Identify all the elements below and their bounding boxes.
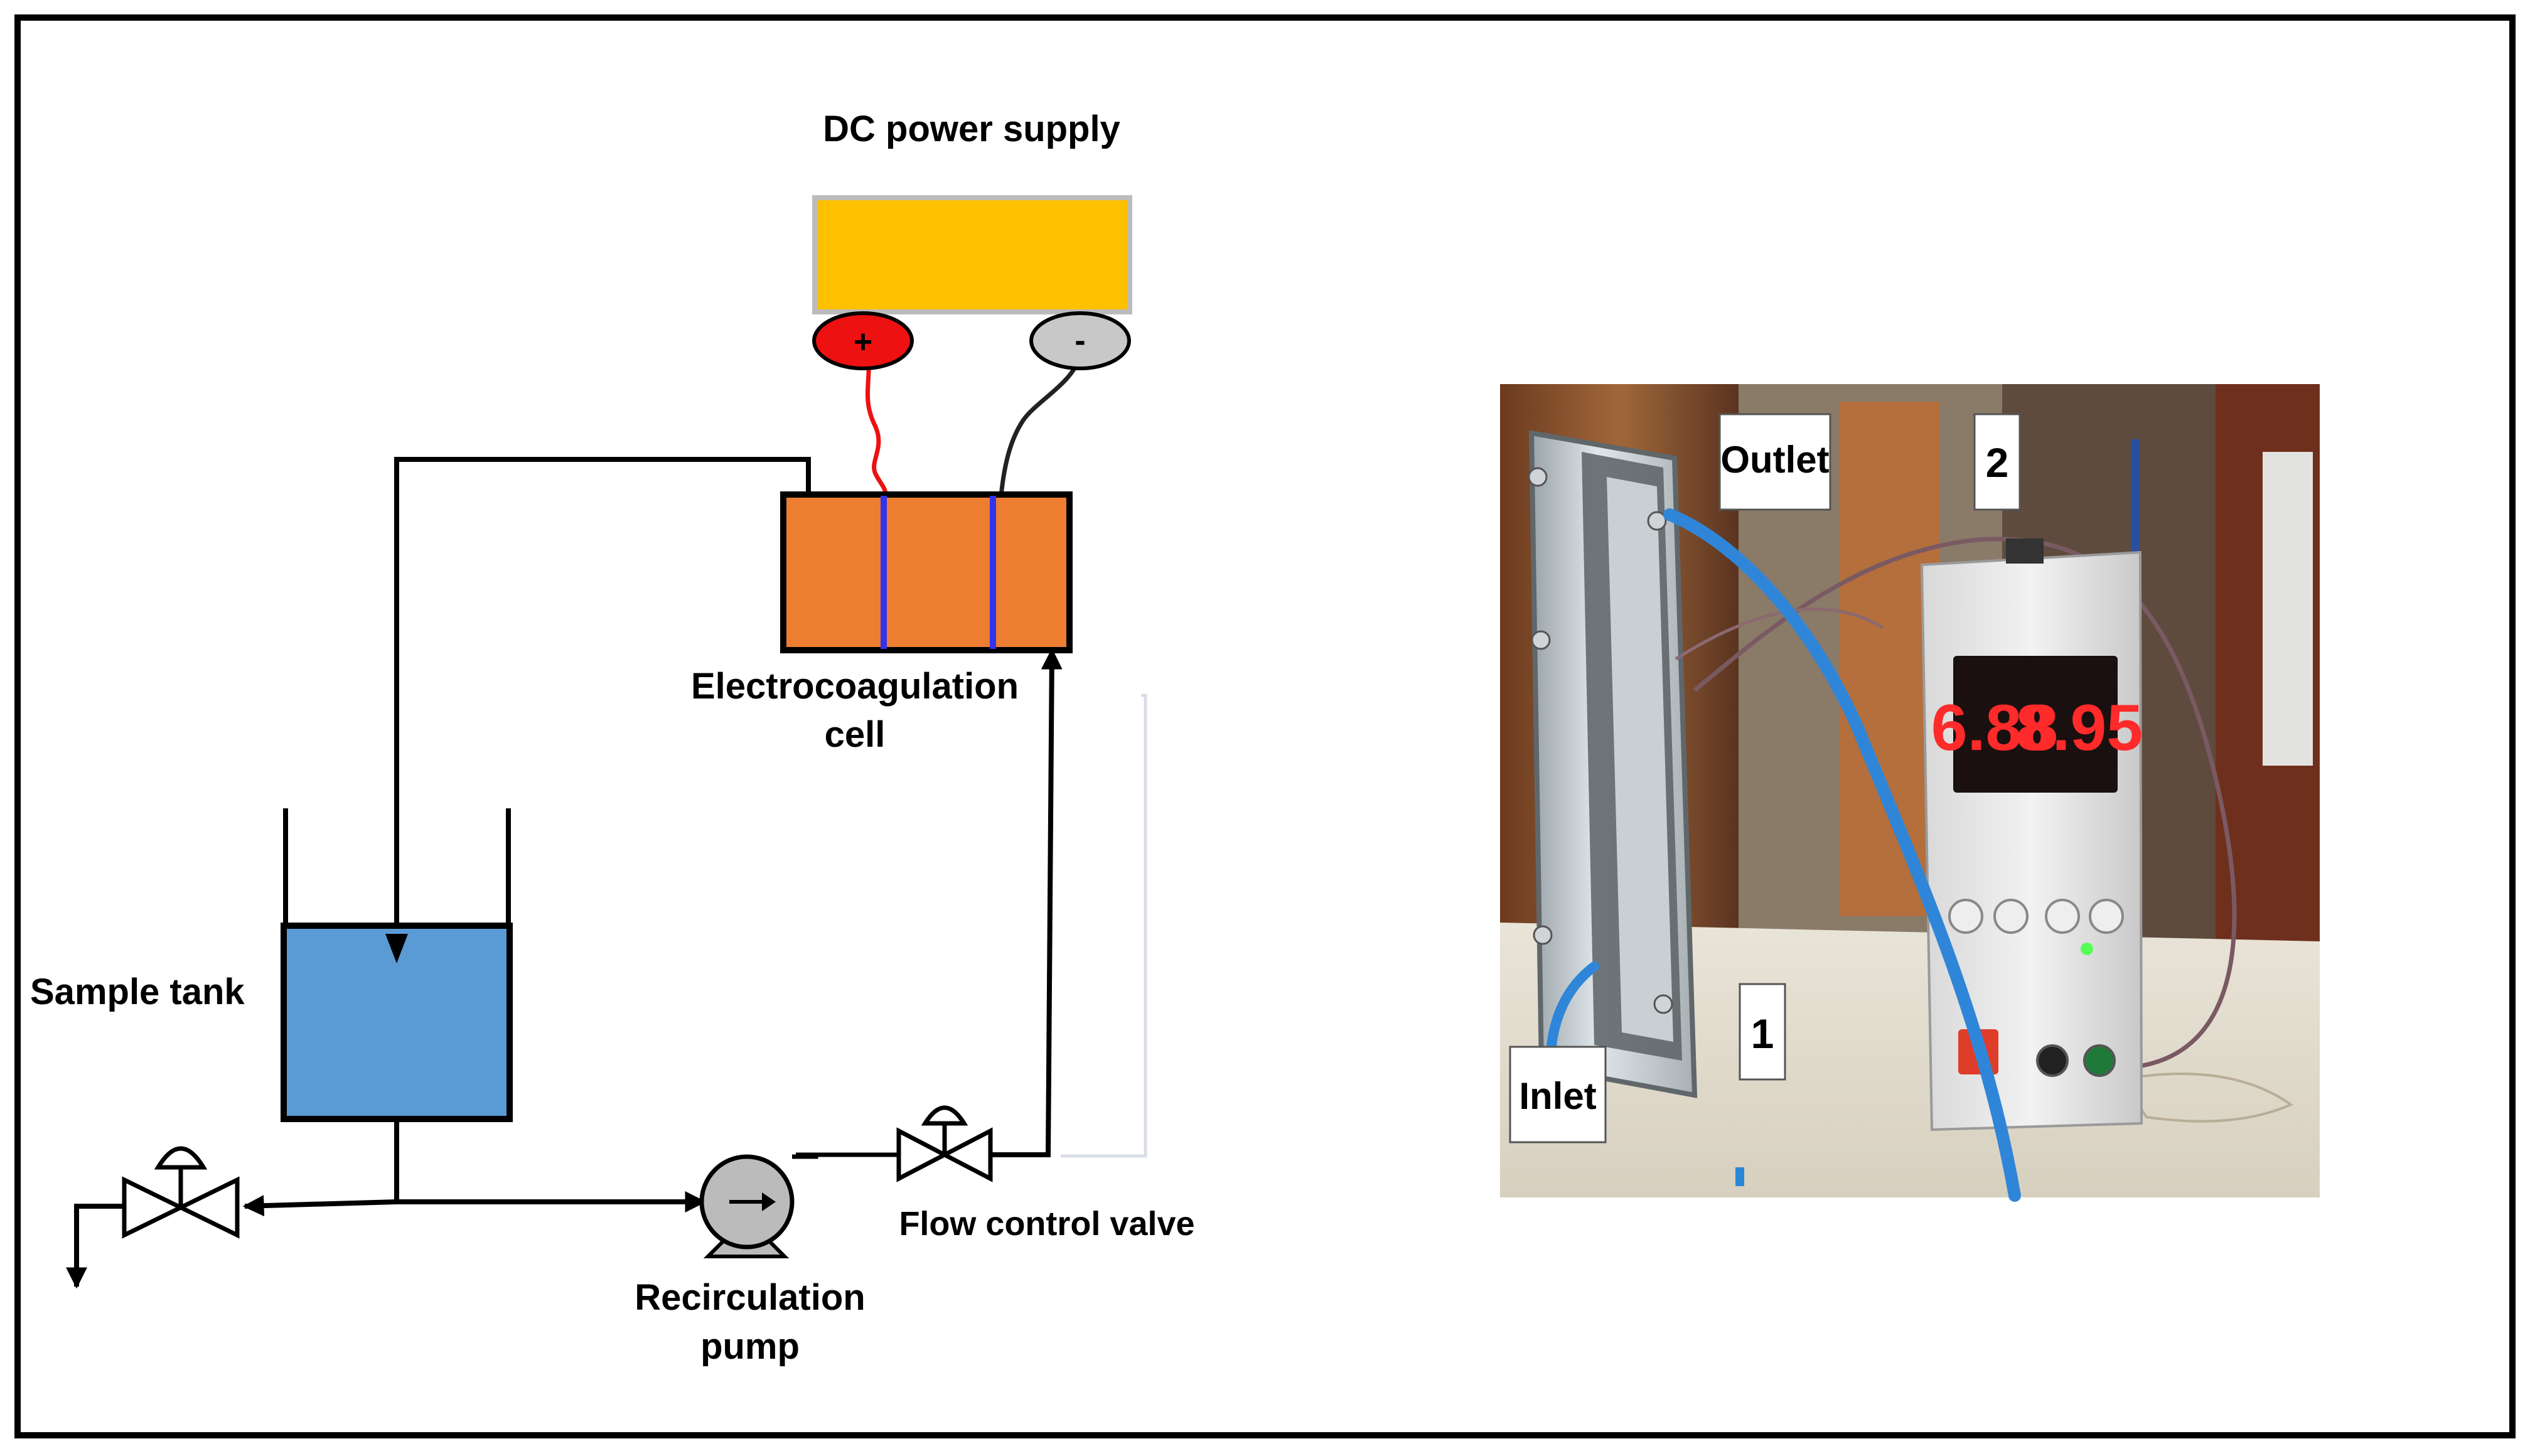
pump-label-line2: pump [700,1326,800,1367]
marker-1-box [1739,983,1786,1081]
negative-wire [999,356,1082,496]
flow-valve-label: Flow control valve [899,1205,1194,1243]
outer-frame [14,14,2516,1438]
positive-terminal-sign: + [854,324,872,360]
psu-terminal-black [2036,1044,2069,1077]
positive-wire [866,351,889,496]
psu-knob-1 [1948,899,1983,934]
psu-terminal-green [2083,1044,2116,1077]
photo-blue-drip [1735,1167,1744,1186]
psu-top-clip [2006,538,2044,564]
marker-2-box [1973,413,2021,511]
psu-knob-2 [1993,899,2029,934]
psu-knob-4 [2089,899,2124,934]
flow-control-valve [896,1105,993,1182]
faint-guide-line [1061,693,1147,1158]
psu-power-led [2081,943,2093,955]
negative-terminal [1029,311,1131,370]
return-pipe [386,457,811,966]
cell-label-line2: cell [825,714,886,755]
schematic: DC power supply + - Electrocoagulation c… [30,109,1195,1367]
photo-ec-cell [1528,430,1698,1098]
photo-blue-tube [1663,508,2021,1202]
cell-label-line1: Electrocoagulation [691,666,1019,707]
pump-label-line1: Recirculation [635,1277,865,1318]
outlet-label-box [1718,413,1831,511]
negative-terminal-sign: - [1075,323,1085,359]
photo-window [2263,452,2313,766]
inlet-label-box [1509,1046,1607,1143]
display-left-reading: 6.88 [1931,692,2058,764]
marker-2-label: 2 [1986,439,2009,486]
drain-discharge [66,1204,124,1289]
drain-valve [122,1146,240,1239]
electrocoagulation-cell [780,491,1073,653]
outlet-label: Outlet [1720,439,1829,481]
power-supply-box [812,195,1132,314]
psu-knob-3 [2045,899,2080,934]
inlet-label: Inlet [1519,1075,1596,1117]
display-right-reading: 8.95 [2016,692,2143,764]
riser-pipe [990,648,1063,1157]
recirculation-pump [699,1154,795,1258]
tank-inlet-arrowhead [385,934,408,963]
photo-power-supply: 6.88 8.95 [1920,538,2143,1132]
drain-pipe [242,1195,397,1217]
apparatus-photo: 6.88 8.95 Outlet 2 1 Inlet [1500,384,2320,1202]
sample-tank-label: Sample tank [30,972,245,1012]
marker-1-label: 1 [1751,1010,1774,1057]
positive-terminal [812,311,914,370]
photo-table-stain [2119,1073,2294,1123]
power-supply-label: DC power supply [823,109,1120,149]
